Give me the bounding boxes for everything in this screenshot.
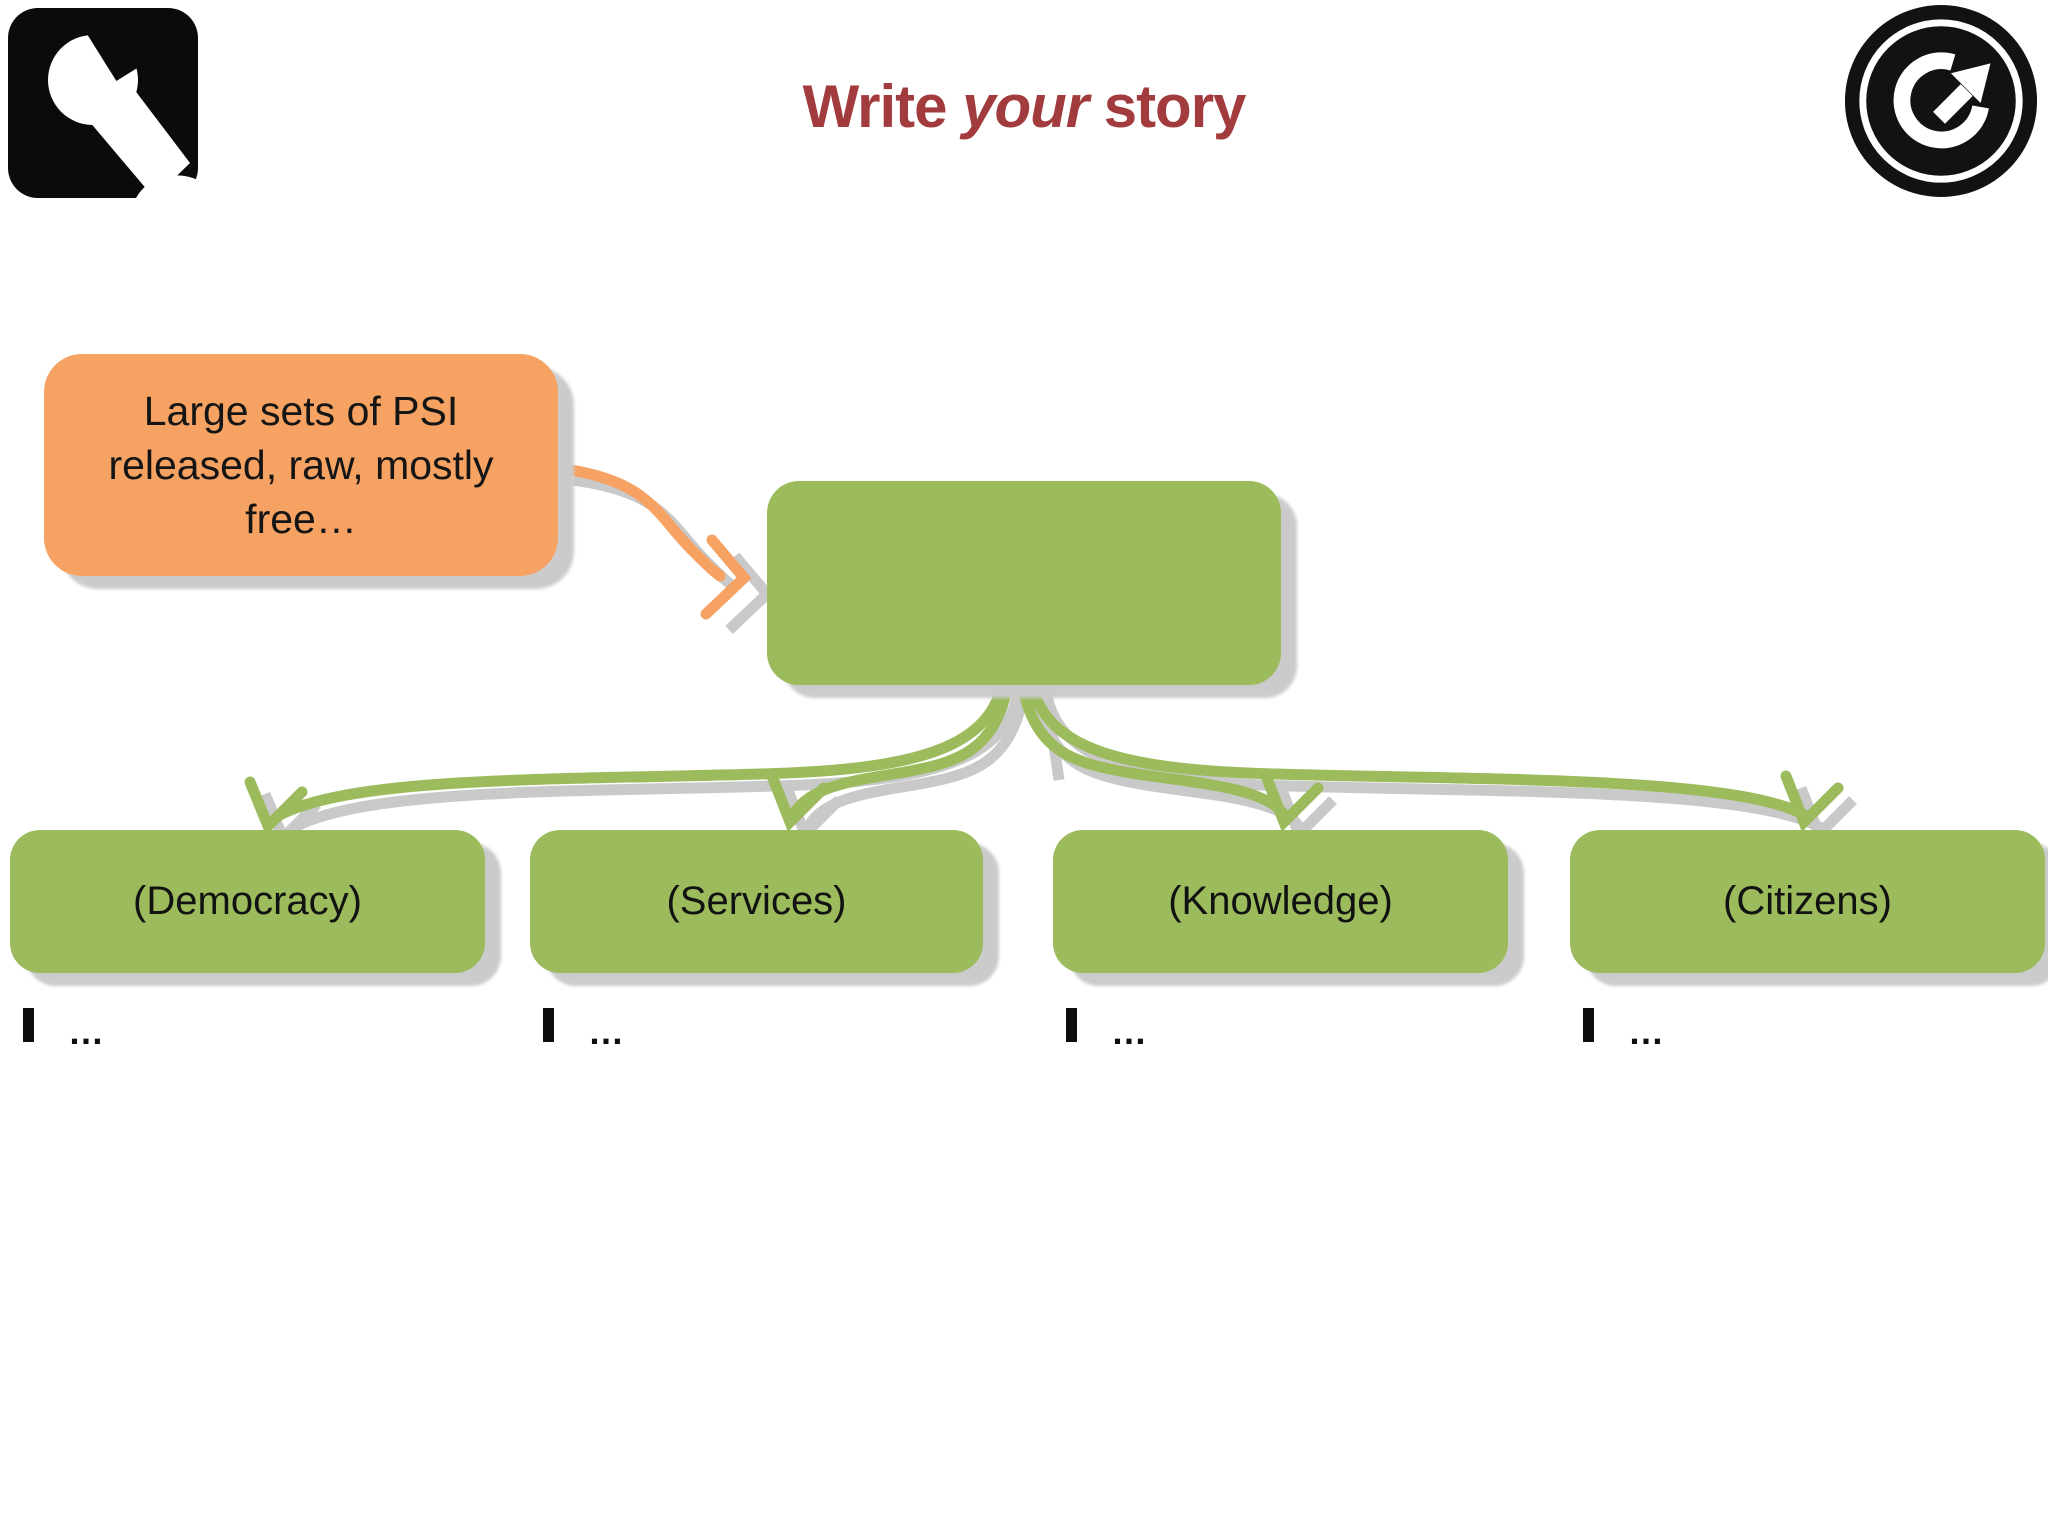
branch-label: (Knowledge) — [1168, 879, 1393, 923]
bullet-bar-icon — [23, 1008, 34, 1042]
bullet-row-citizens: … — [1583, 1000, 1664, 1052]
bullet-bar-icon — [1583, 1008, 1594, 1042]
psi-callout-text: Large sets of PSI released, raw, mostly … — [108, 387, 494, 543]
psi-callout: Large sets of PSI released, raw, mostly … — [44, 354, 558, 576]
bullet-bar-icon — [543, 1008, 554, 1042]
branch-label: (Services) — [666, 879, 847, 923]
bullet-text: … — [68, 1010, 104, 1052]
branch-box-services: (Services) — [530, 830, 983, 973]
bullet-row-democracy: … — [23, 1000, 104, 1052]
root-box — [767, 481, 1281, 685]
bullet-row-knowledge: … — [1066, 1000, 1147, 1052]
title-emphasis: your — [962, 73, 1089, 140]
bullet-text: … — [1628, 1010, 1664, 1052]
branch-label: (Democracy) — [133, 879, 362, 923]
branch-label: (Citizens) — [1723, 879, 1892, 923]
branch-box-knowledge: (Knowledge) — [1053, 830, 1508, 973]
title-suffix: story — [1103, 73, 1247, 140]
g-arrow-logo — [1844, 4, 2038, 198]
bullet-row-services: … — [543, 1000, 624, 1052]
branch-box-citizens: (Citizens) — [1570, 830, 2045, 973]
bullet-bar-icon — [1066, 1008, 1077, 1042]
bullet-text: … — [588, 1010, 624, 1052]
bullet-text: … — [1111, 1010, 1147, 1052]
wrench-icon — [8, 8, 198, 198]
title-prefix: Write — [802, 73, 948, 140]
branch-box-democracy: (Democracy) — [10, 830, 485, 973]
